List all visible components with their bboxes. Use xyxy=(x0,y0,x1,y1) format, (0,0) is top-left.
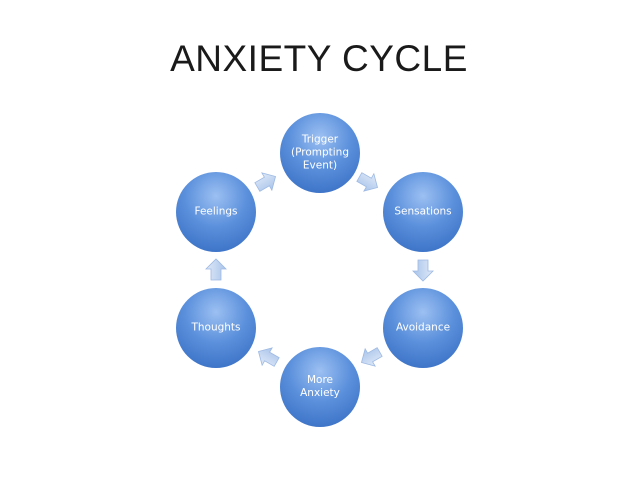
cycle-arrow-feelings-to-trigger xyxy=(254,172,277,192)
cycle-node-sensations xyxy=(383,172,463,252)
cycle-node-feelings xyxy=(176,172,256,252)
cycle-arrow-thoughts-to-feelings xyxy=(205,258,227,281)
node-label-avoidance: Avoidance xyxy=(395,321,451,334)
node-label-feelings: Feelings xyxy=(194,205,238,218)
node-label-thoughts: Thoughts xyxy=(191,321,241,334)
cycle-node-more-anxiety xyxy=(280,347,360,427)
cycle-node-avoidance xyxy=(383,288,463,368)
node-label-trigger: Trigger (Prompting Event) xyxy=(290,133,349,172)
cycle-arrow-trigger-to-sensations xyxy=(356,172,379,192)
cycle-node-thoughts xyxy=(176,288,256,368)
cycle-arrow-avoidance-to-more-anxiety xyxy=(360,347,383,367)
cycle-arrow-more-anxiety-to-thoughts xyxy=(257,347,280,367)
cycle-node-trigger xyxy=(280,113,360,193)
node-label-sensations: Sensations xyxy=(394,205,452,218)
slide-title: ANXIETY CYCLE xyxy=(170,38,468,79)
node-label-more-anxiety: More Anxiety xyxy=(300,374,340,399)
cycle-arrow-sensations-to-avoidance xyxy=(412,259,434,282)
